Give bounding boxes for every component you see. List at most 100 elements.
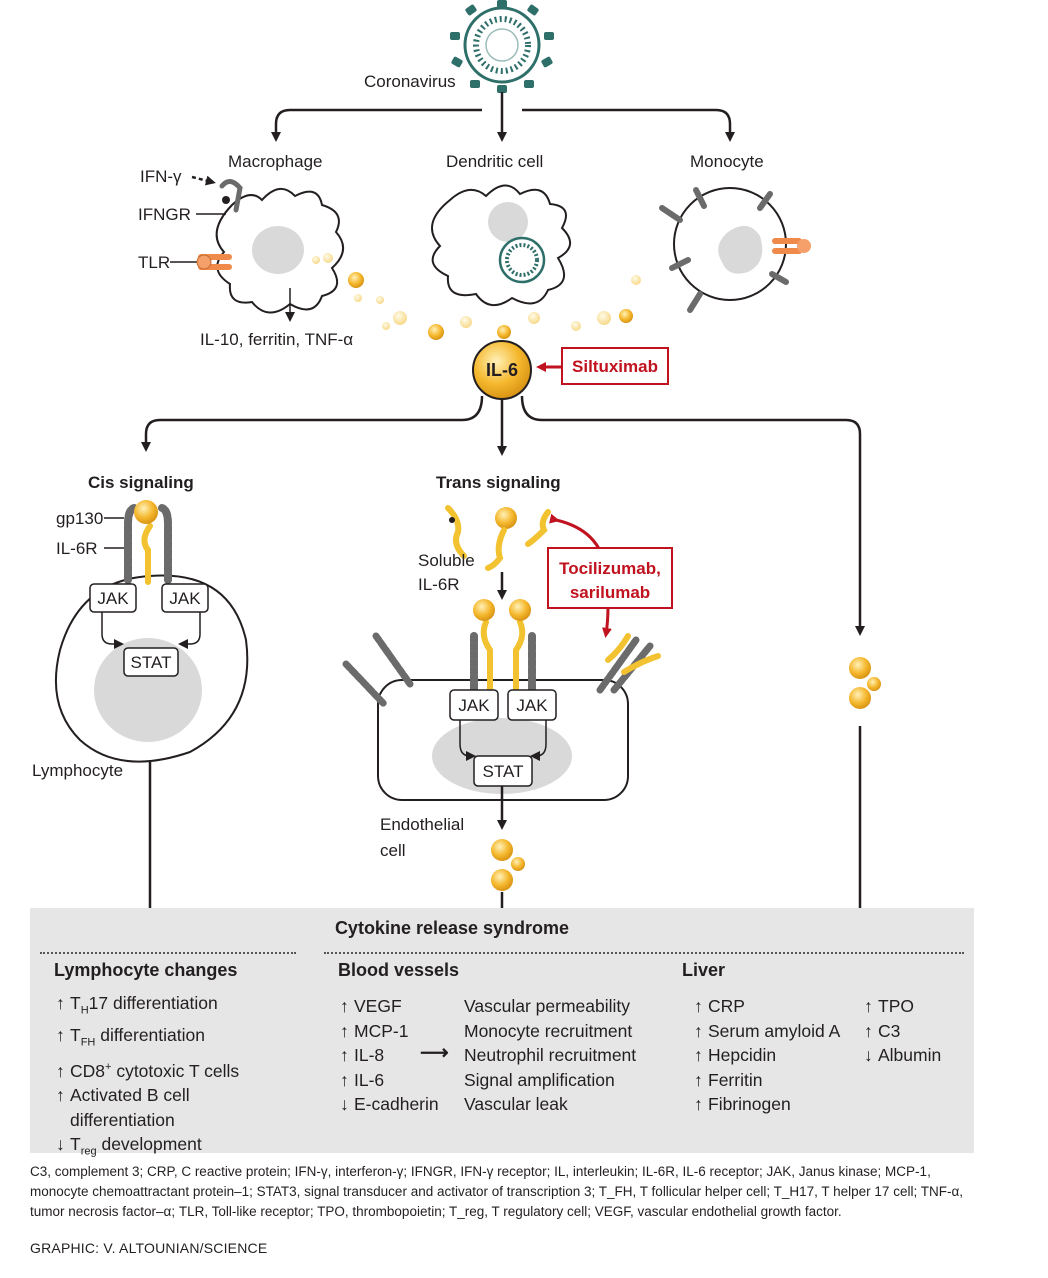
jak-label: JAK bbox=[169, 589, 201, 608]
liver-il6-particles bbox=[849, 657, 881, 709]
macrophage-cell bbox=[215, 188, 344, 314]
liver-heading: Liver bbox=[682, 960, 726, 980]
soluble-label-line2: IL-6R bbox=[418, 575, 460, 594]
stat-label: STAT bbox=[131, 653, 172, 672]
list-item: ↑TPO bbox=[864, 994, 941, 1019]
list-item: ↑C3 bbox=[864, 1019, 941, 1044]
tocilizumab-label-line1: Tocilizumab, bbox=[559, 559, 661, 578]
lymphocyte-changes-section: Lymphocyte changes ↑TH17 differentiation… bbox=[40, 952, 296, 1164]
list-item: ↑MCP-1 bbox=[340, 1019, 439, 1044]
down-arrow-icon: ↓ bbox=[56, 1134, 65, 1155]
list-item: ↑TFH differentiation bbox=[56, 1025, 205, 1049]
list-item: ↑Activated B cell bbox=[56, 1083, 296, 1108]
up-arrow-icon: ↑ bbox=[340, 1069, 349, 1090]
down-arrow-icon: ↓ bbox=[864, 1045, 873, 1065]
dendritic-cell bbox=[431, 184, 571, 306]
coronavirus-icon bbox=[450, 0, 554, 93]
jak-label: JAK bbox=[458, 696, 490, 715]
il6r-label: IL-6R bbox=[56, 539, 98, 558]
tlr-receptor-icon bbox=[196, 254, 232, 270]
il6-node: IL-6 bbox=[472, 340, 532, 400]
blood-vessels-heading: Blood vessels bbox=[338, 960, 460, 980]
ifngr-receptor-icon bbox=[219, 179, 243, 213]
macrophage-output-label: IL-10, ferritin, TNF-α bbox=[200, 330, 353, 349]
ifn-gamma-arrow bbox=[191, 175, 216, 186]
trans-jak-to-stat-arrows bbox=[459, 720, 547, 761]
monocyte-tlr-icon bbox=[772, 238, 811, 254]
list-item: differentiation bbox=[70, 1109, 175, 1130]
soluble-label-line1: Soluble bbox=[418, 551, 475, 570]
tocilizumab-drug: Tocilizumab, sarilumab bbox=[547, 547, 673, 609]
virus-arrows bbox=[271, 92, 735, 142]
tocilizumab-label-line2: sarilumab bbox=[570, 583, 650, 602]
list-item: ↑IL-6 bbox=[340, 1068, 439, 1093]
list-item: ↑TH17 differentiation bbox=[56, 993, 218, 1017]
graphic-credit: GRAPHIC: V. ALTOUNIAN/SCIENCE bbox=[30, 1240, 268, 1256]
internalized-virus-icon bbox=[498, 236, 546, 284]
abbreviations-footnote: C3, complement 3; CRP, C reactive protei… bbox=[30, 1164, 963, 1219]
list-item: Neutrophil recruitment bbox=[464, 1045, 637, 1065]
cytokine-release-syndrome-panel: Cytokine release syndrome Lymphocyte cha… bbox=[30, 908, 974, 1158]
list-item: ↑Serum amyloid A bbox=[694, 1019, 840, 1044]
trans-receptor-complex-icon bbox=[470, 599, 536, 694]
list-item: Vascular permeability bbox=[464, 996, 630, 1016]
list-item: Signal amplification bbox=[464, 1069, 615, 1090]
cis-receptor-complex-icon bbox=[124, 500, 172, 585]
jak-label: JAK bbox=[97, 589, 129, 608]
gp130-label: gp130 bbox=[56, 509, 103, 528]
up-arrow-icon: ↑ bbox=[694, 1069, 703, 1090]
up-arrow-icon: ↑ bbox=[694, 1020, 703, 1041]
liver-list-2: ↑TPO ↑C3 ↓Albumin bbox=[864, 994, 941, 1068]
endothelial-label-line2: cell bbox=[380, 841, 406, 860]
up-arrow-icon: ↑ bbox=[864, 1020, 873, 1041]
liver-list-1: ↑CRP ↑Serum amyloid A ↑Hepcidin ↑Ferriti… bbox=[694, 994, 840, 1117]
down-arrow-icon: ↓ bbox=[340, 1094, 349, 1114]
up-arrow-icon: ↑ bbox=[694, 996, 703, 1016]
up-arrow-icon: ↑ bbox=[56, 1025, 65, 1045]
monocyte-cell bbox=[659, 187, 811, 313]
endothelial-gp130-left-icons bbox=[342, 632, 414, 708]
up-arrow-icon: ↑ bbox=[56, 1060, 65, 1081]
endothelial-cell bbox=[377, 679, 629, 801]
il6-signaling-diagram: Coronavirus Macrophage Dendritic cell Mo… bbox=[32, 0, 881, 910]
up-arrow-icon: ↑ bbox=[340, 1045, 349, 1065]
cis-signaling-title: Cis signaling bbox=[88, 473, 194, 492]
up-arrow-icon: ↑ bbox=[864, 996, 873, 1016]
list-item: ↓Treg development bbox=[56, 1134, 202, 1158]
blood-effects-list: Vascular permeability Monocyte recruitme… bbox=[464, 994, 636, 1117]
list-item: ↑CD8+ cytotoxic T cells bbox=[56, 1055, 296, 1083]
up-arrow-icon: ↑ bbox=[694, 1094, 703, 1114]
list-item: ↑Hepcidin bbox=[694, 1043, 840, 1068]
lymphocyte-changes-list: ↑TH17 differentiation ↑TFH differentiati… bbox=[56, 991, 296, 1164]
right-arrow-icon: ⟶ bbox=[420, 1042, 449, 1064]
trans-stat: STAT bbox=[473, 755, 533, 787]
monocyte-label: Monocyte bbox=[690, 152, 764, 171]
list-item: ↑Ferritin bbox=[694, 1068, 840, 1093]
trans-jak-left: JAK bbox=[449, 689, 499, 721]
list-item: ↑VEGF bbox=[340, 994, 439, 1019]
up-arrow-icon: ↑ bbox=[56, 993, 65, 1013]
cis-jak-left: JAK bbox=[89, 583, 137, 613]
list-item: Vascular leak bbox=[464, 1094, 568, 1114]
ifn-gamma-label: IFN-γ bbox=[140, 167, 182, 186]
soluble-il6r-icons bbox=[445, 505, 551, 571]
il6-label: IL-6 bbox=[486, 360, 518, 380]
endothelial-label-line1: Endothelial bbox=[380, 815, 464, 834]
stat-label: STAT bbox=[483, 762, 524, 781]
endothelial-blocked-receptors-icons bbox=[596, 633, 661, 694]
lymphocyte-label: Lymphocyte bbox=[32, 761, 123, 780]
ifngr-label: IFNGR bbox=[138, 205, 191, 224]
il6-particles bbox=[348, 272, 641, 340]
tlr-label: TLR bbox=[138, 253, 170, 272]
il6-arrows bbox=[141, 395, 865, 636]
jak-label: JAK bbox=[516, 696, 548, 715]
crs-title: Cytokine release syndrome bbox=[334, 918, 570, 938]
list-item: ↓Albumin bbox=[864, 1043, 941, 1068]
trans-signaling-title: Trans signaling bbox=[436, 473, 561, 492]
cis-stat: STAT bbox=[123, 647, 179, 677]
up-arrow-icon: ↑ bbox=[340, 996, 349, 1016]
macrophage-label: Macrophage bbox=[228, 152, 323, 171]
cis-jak-right: JAK bbox=[161, 583, 209, 613]
blood-markers-list: ↑VEGF ↑MCP-1 ↑IL-8 ↑IL-6 ↓E-cadherin bbox=[340, 994, 439, 1117]
list-item: ↓E-cadherin bbox=[340, 1092, 439, 1117]
